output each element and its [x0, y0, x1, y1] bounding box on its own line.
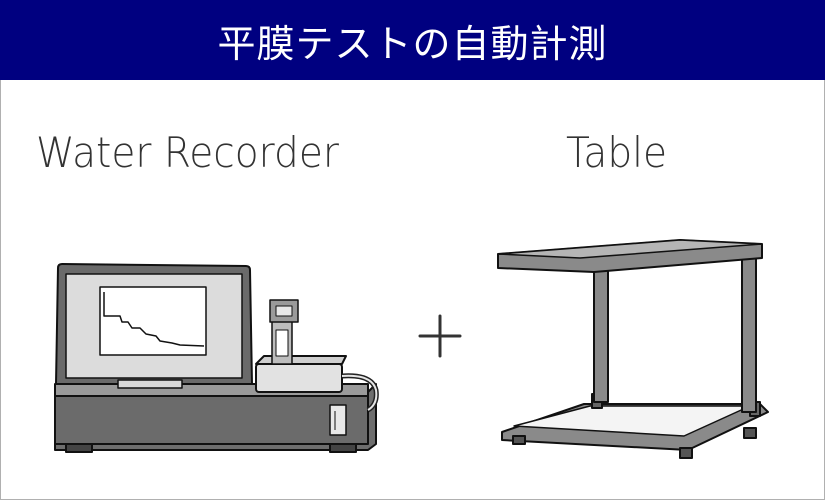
plus-icon [418, 314, 462, 358]
table-base [501, 393, 769, 459]
page-title: 平膜テストの自動計測 [0, 0, 825, 80]
table-columns [593, 253, 757, 413]
recorder-sensor-unit [255, 299, 379, 413]
recorder-base [54, 383, 377, 453]
water-recorder-label: Water Recorder [36, 128, 339, 177]
water-recorder-illustration [54, 263, 379, 453]
table-top-bar [497, 239, 763, 273]
table-illustration [497, 239, 769, 459]
recorder-screen-graph [99, 286, 207, 356]
table-label: Table [566, 128, 668, 177]
